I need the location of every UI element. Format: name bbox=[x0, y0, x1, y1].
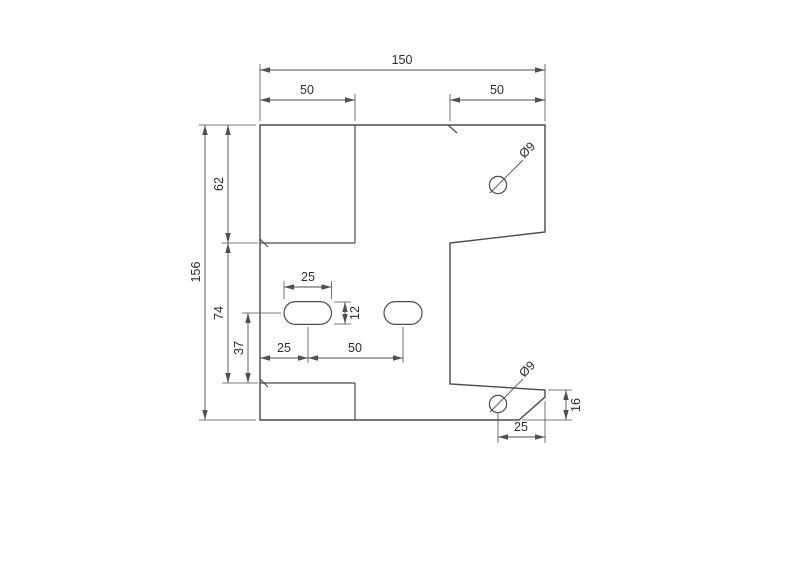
dimension-mid-section-height: 74 bbox=[212, 243, 231, 383]
dimension-slot-center-to-step: 37 bbox=[232, 313, 251, 383]
edge-break-top bbox=[447, 124, 458, 134]
dimension-lower-tab-height: 16 bbox=[563, 390, 583, 420]
callout-lower-hole: Ø9 bbox=[489, 358, 538, 413]
dimension-upper-right-width: 50 bbox=[450, 83, 545, 103]
dim-label-lower-hole-offset: 25 bbox=[514, 420, 528, 434]
extension-lines bbox=[199, 64, 572, 443]
dim-label-mid-section-height: 74 bbox=[212, 306, 226, 320]
leader-line-upper-hole bbox=[489, 159, 524, 194]
dim-label-slot-width: 12 bbox=[348, 306, 362, 320]
dim-label-upper-tab-height: 62 bbox=[212, 177, 226, 191]
dimension-edge-to-slot-center: 25 bbox=[260, 341, 308, 361]
edge-break-left-upper bbox=[259, 238, 269, 248]
dimension-slot-length: 25 bbox=[284, 270, 332, 290]
dim-label-overall-height: 156 bbox=[189, 262, 203, 283]
edge-break-left-lower bbox=[259, 378, 269, 388]
part-outline bbox=[259, 124, 546, 421]
dim-label-slot-spacing: 50 bbox=[348, 341, 362, 355]
hole-upper bbox=[488, 175, 508, 195]
part-outline-group bbox=[259, 124, 546, 421]
dimension-slot-spacing: 50 bbox=[308, 341, 403, 361]
hole-lower bbox=[488, 394, 508, 414]
leader-line-lower-hole bbox=[489, 378, 524, 413]
dim-label-lower-hole-diameter: Ø9 bbox=[516, 358, 538, 380]
dim-label-upper-right-width: 50 bbox=[490, 83, 504, 97]
dim-label-slot-center-to-step: 37 bbox=[232, 341, 246, 355]
slot-right bbox=[383, 301, 423, 326]
dim-label-lower-tab-height: 16 bbox=[569, 398, 583, 412]
dim-label-slot-length: 25 bbox=[301, 270, 315, 284]
dimension-lower-hole-offset: 25 bbox=[498, 420, 545, 440]
callout-upper-hole: Ø9 bbox=[489, 139, 538, 194]
dim-label-upper-hole-diameter: Ø9 bbox=[516, 139, 538, 161]
dim-label-overall-width: 150 bbox=[392, 53, 413, 67]
dim-label-upper-left-tab-width: 50 bbox=[300, 83, 314, 97]
dimension-upper-tab-height: 62 bbox=[212, 125, 231, 243]
slot-left bbox=[283, 301, 333, 326]
dimension-overall-height: 156 bbox=[189, 125, 208, 420]
dimension-overall-width: 150 bbox=[260, 53, 545, 73]
dimension-slot-width: 12 bbox=[342, 302, 362, 324]
dim-label-edge-to-slot-center: 25 bbox=[277, 341, 291, 355]
dimension-upper-left-tab-width: 50 bbox=[260, 83, 355, 103]
